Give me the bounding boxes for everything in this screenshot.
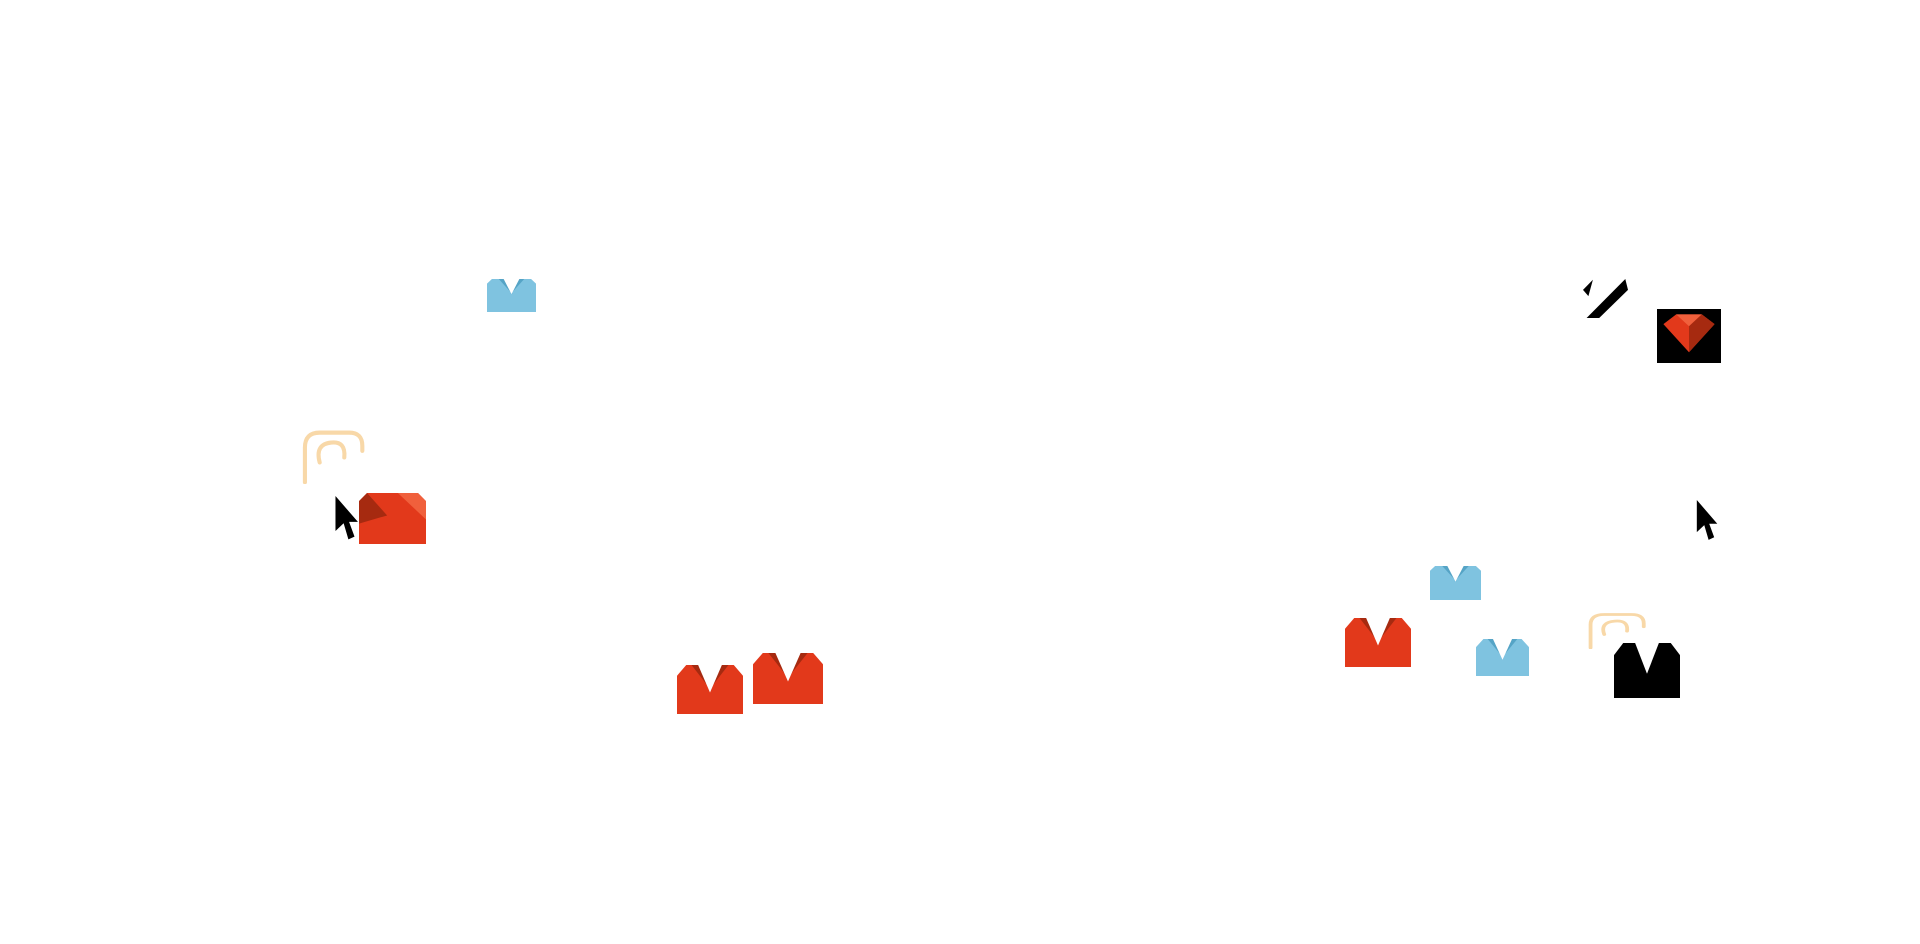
red-ruby-on-black-sprite[interactable] xyxy=(1657,309,1721,363)
black-cursor-sprite xyxy=(1690,500,1721,545)
cream-outline-cloud-sprite xyxy=(1586,610,1662,649)
red-notched-gem-shape xyxy=(753,653,823,704)
black-wedge-sprite xyxy=(1583,279,1628,318)
black-cursor-sprite xyxy=(328,496,362,545)
black-cursor-shape xyxy=(335,496,358,540)
black-cursor-shape xyxy=(1696,500,1718,540)
red-notched-gem-sprite[interactable] xyxy=(677,665,743,714)
blue-notched-gem-shape xyxy=(1476,639,1529,676)
red-notched-gem-shape xyxy=(1345,618,1411,667)
blue-crown-gem-sprite[interactable] xyxy=(1430,566,1481,600)
red-notched-gem-shape xyxy=(677,665,743,714)
red-ruby-on-black-shape xyxy=(1657,309,1721,363)
red-notched-gem-sprite[interactable] xyxy=(753,653,823,704)
cream-outline-cloud-shape xyxy=(302,430,365,484)
black-notched-gem-sprite[interactable] xyxy=(1614,643,1680,698)
cream-outline-cloud-sprite xyxy=(300,426,382,484)
blue-crown-gem-shape xyxy=(1430,566,1481,600)
cream-outline-cloud-shape xyxy=(1588,613,1646,649)
red-square-gem-sprite[interactable] xyxy=(359,493,426,544)
blue-notched-gem-sprite[interactable] xyxy=(1476,639,1529,676)
blue-crown-gem-sprite[interactable] xyxy=(487,279,536,312)
black-wedge-shape xyxy=(1583,279,1628,318)
blue-crown-gem-shape xyxy=(487,279,536,312)
black-notched-gem-shape xyxy=(1614,643,1680,698)
red-square-gem-shape xyxy=(359,493,426,544)
red-notched-gem-sprite[interactable] xyxy=(1345,618,1411,667)
